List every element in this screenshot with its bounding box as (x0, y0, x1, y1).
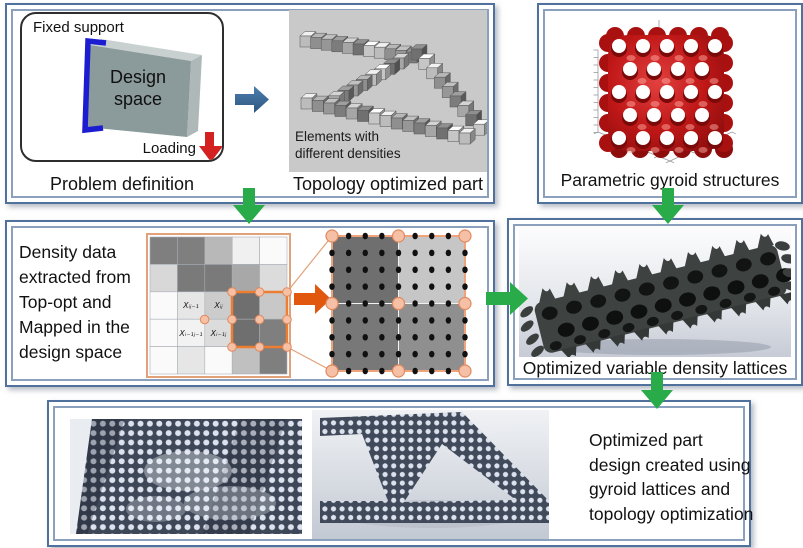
gyroid-caption: Parametric gyroid structures (560, 170, 780, 190)
topology-part-caption: Topology optimized part (292, 174, 484, 194)
gyroid-surface (599, 27, 733, 158)
fixed-support-label: Fixed support (33, 19, 124, 36)
final-caption-line4: topology optimization (589, 503, 754, 524)
arrow-density-to-lattice-icon (486, 282, 528, 315)
problem-definition-caption: Problem definition (49, 174, 195, 194)
density-grid-cells (149, 236, 288, 375)
variable-lattice-caption: Optimized variable density lattices (522, 358, 788, 378)
gyroid-plot-figure (593, 20, 736, 164)
density-line4: Mapped in the (19, 317, 130, 337)
loading-label: Loading (142, 140, 196, 157)
density-variation-overlay (76, 419, 287, 534)
arrow-topleft-to-density-icon (233, 188, 265, 224)
problem-definition-figure: Fixed support Design space Loading (20, 12, 224, 162)
final-caption-line2: design created using (589, 454, 751, 475)
panel-final-design: Optimized part design created using gyro… (47, 400, 753, 547)
loading-arrow-icon (199, 132, 222, 160)
zoomed-sample-dots (325, 229, 472, 378)
panel-gyroid: Parametric gyroid structures (537, 3, 803, 204)
final-part-left-figure (70, 419, 302, 534)
lattice-render-figure (519, 226, 791, 357)
density-line5: design space (19, 342, 123, 362)
grid-cell-labels: Xᵢⱼ₋₁ Xᵢⱼ Xᵢ₋₁ⱼ₋₁ Xᵢ₋₁ⱼ (178, 301, 227, 338)
label-xij: Xᵢⱼ (213, 301, 223, 310)
elements-note-line2: different densities (295, 146, 401, 161)
panel-problem-topology: Fixed support Design space Loading Eleme… (5, 3, 495, 204)
panel-density-mapping: Density data extracted from Top-opt and … (5, 220, 495, 387)
design-space-label: Design space (109, 67, 167, 109)
label-xi-1j: Xᵢ₋₁ⱼ (210, 329, 227, 338)
gyroid-lattice-bar (520, 233, 791, 357)
final-design-caption: Optimized part design created using gyro… (589, 428, 761, 526)
arrow-grid-to-zoom-icon (294, 284, 331, 314)
label-xi-1j-1: Xᵢ₋₁ⱼ₋₁ (178, 329, 202, 338)
density-line3: Top-opt and (19, 292, 112, 312)
density-description: Density data extracted from Top-opt and … (19, 240, 159, 365)
elements-note: Elements with different densities (295, 128, 401, 162)
fixed-support-bracket-icon (82, 37, 107, 134)
elements-note-line1: Elements with (295, 129, 380, 144)
panel-variable-lattice: Optimized variable density lattices (507, 218, 803, 386)
density-line2: extracted from (19, 267, 131, 287)
design-space-figure (82, 37, 222, 160)
final-caption-line3: gyroid lattices and (589, 479, 731, 499)
arrow-problem-to-topology-icon (235, 86, 269, 113)
grid-node-dots (199, 287, 292, 352)
arrow-lattice-to-final-icon (641, 372, 673, 409)
arrow-gyroid-to-lattice-icon (652, 188, 684, 224)
optimized-part-outline (320, 412, 549, 523)
density-grid-figure: Xᵢⱼ₋₁ Xᵢⱼ Xᵢ₋₁ⱼ₋₁ Xᵢ₋₁ⱼ (146, 229, 472, 378)
final-caption-line1: Optimized part (589, 430, 703, 450)
density-line1: Density data (19, 242, 117, 262)
final-part-right-figure (312, 410, 549, 539)
topology-part-figure: Elements with different densities (289, 10, 487, 172)
voxel-part-figure (299, 31, 487, 145)
label-xij-1: Xᵢⱼ₋₁ (182, 301, 199, 310)
